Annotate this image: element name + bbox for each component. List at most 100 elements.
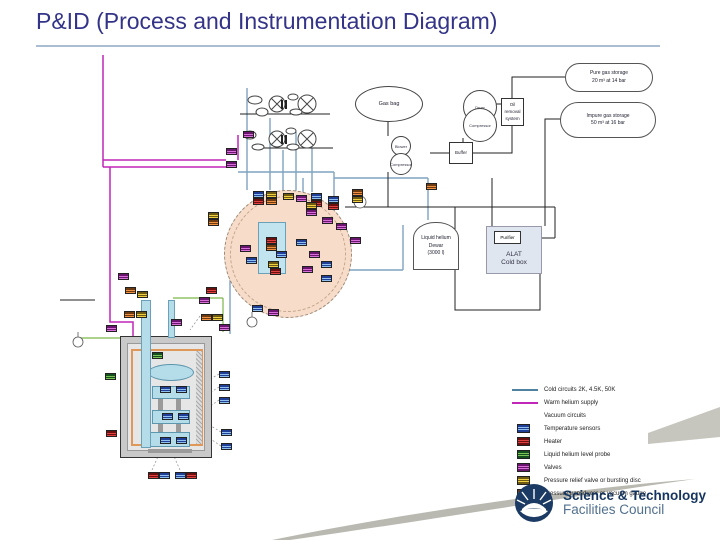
relief-valve-swatch: [517, 476, 530, 485]
pressure-transducer-chip: [266, 198, 277, 205]
temp-sensor-chip: [178, 413, 189, 420]
valve-chip: [306, 209, 317, 216]
relief-valve-chip: [136, 311, 147, 318]
valve-swatch: [517, 463, 530, 472]
valve-chip: [309, 251, 320, 258]
valve-chip: [240, 245, 251, 252]
cold-box-label: ALAT Cold box: [501, 251, 527, 267]
compressor2-circle: Compressor: [463, 108, 497, 142]
valve-chip: [336, 223, 347, 230]
valve-chip: [322, 217, 333, 224]
legend-item-level-probe: Liquid helium level probe: [512, 450, 682, 459]
valve-chip: [226, 148, 237, 155]
legend-item-temperature-sensors: Temperature sensors: [512, 424, 682, 433]
heater-chip: [186, 472, 197, 479]
gas-bag: Gas bag: [355, 86, 423, 122]
heater-chip: [253, 198, 264, 205]
temp-sensor-chip: [296, 239, 307, 246]
pressure-transducer-chip: [208, 219, 219, 226]
temp-sensor-chip: [321, 261, 332, 268]
dewar-label-1: Liquid helium: [421, 235, 451, 241]
support-pillar: [158, 399, 163, 410]
relief-valve-chip: [212, 314, 223, 321]
heater-chip: [106, 430, 117, 437]
temp-sensor-chip: [311, 193, 322, 200]
valve-chip: [106, 325, 117, 332]
valve-chip: [350, 237, 361, 244]
heater-swatch: [517, 437, 530, 446]
pressure-transducer-chip: [352, 189, 363, 196]
pressure-transducer-chip: [266, 244, 277, 251]
stfc-logo: Science & Technology Facilities Council: [514, 483, 706, 523]
temp-sensor-chip: [328, 196, 339, 203]
vacuum-line-swatch: [512, 415, 538, 417]
valve-chip: [243, 131, 254, 138]
level-probe-swatch: [517, 450, 530, 459]
buffer-vessel: Buffer: [449, 142, 473, 164]
pure-gas-storage: Pure gas storage 20 m³ at 14 bar: [565, 63, 653, 92]
pressure-transducer-chip: [125, 287, 136, 294]
impure-gas-storage: Impure gas storage 50 m³ at 16 bar: [560, 102, 656, 138]
valve-chip: [302, 266, 313, 273]
valve-chip: [118, 273, 129, 280]
temp-sensor-chip: [219, 397, 230, 404]
heater-chip: [270, 268, 281, 275]
temp-sensor-chip: [219, 371, 230, 378]
cryostat-neck-pipe: [141, 300, 151, 448]
temp-sensor-chip: [253, 191, 264, 198]
legend-item-warm-supply: Warm helium supply: [512, 398, 682, 407]
swoosh-wedge: [648, 407, 720, 444]
valve-chip: [199, 297, 210, 304]
base-plate: [148, 449, 192, 453]
heater-chip: [266, 237, 277, 244]
legend-item-relief-valve: Pressure relief valve or bursting disc: [512, 476, 682, 485]
dewar-label-3: (3000 l): [427, 250, 445, 256]
relief-valve-chip: [352, 196, 363, 203]
warm-line-swatch: [512, 401, 538, 404]
valve-chip: [219, 324, 230, 331]
cold-line-swatch: [512, 388, 538, 391]
legend-item-cold-circuits: Cold circuits 2K, 4.5K, 50K: [512, 385, 682, 394]
stfc-logo-mark: [515, 484, 553, 522]
temp-sensor-chip: [221, 429, 232, 436]
relief-valve-chip: [266, 191, 277, 198]
relief-valve-chip: [283, 193, 294, 200]
stfc-logo-text: Science & Technology Facilities Council: [563, 487, 707, 517]
temp-sensor-chip: [160, 386, 171, 393]
temp-sensor-chip: [162, 413, 173, 420]
heater-chip: [206, 287, 217, 294]
legend-item-valves: Valves: [512, 463, 682, 472]
temp-sensor-chip: [176, 437, 187, 444]
temp-sensor-chip: [219, 384, 230, 391]
legend-item-vacuum-circuits: Vacuum circuits: [512, 411, 682, 420]
valve-chip: [171, 319, 182, 326]
heater-chip: [148, 472, 159, 479]
superinsulation-strip: [196, 351, 202, 444]
temp-sensor-chip: [321, 275, 332, 282]
temp-sensor-swatch: [517, 424, 530, 433]
support-pillar: [176, 424, 181, 432]
temp-sensor-chip: [159, 472, 170, 479]
level-probe-chip: [152, 352, 163, 359]
liquid-helium-dewar: Liquid helium Dewar (3000 l): [413, 222, 459, 270]
temp-sensor-chip: [160, 437, 171, 444]
legend-item-heater: Heater: [512, 437, 682, 446]
relief-valve-chip: [208, 212, 219, 219]
temp-sensor-chip: [246, 257, 257, 264]
oil-removal-system: Oil removal system: [501, 98, 524, 126]
relief-valve-chip: [306, 202, 317, 209]
temp-sensor-chip: [221, 443, 232, 450]
relief-valve-chip: [137, 291, 148, 298]
pressure-transducer-chip: [124, 311, 135, 318]
legend: Cold circuits 2K, 4.5K, 50K Warm helium …: [512, 385, 682, 502]
support-pillar: [158, 424, 163, 432]
level-probe-chip: [105, 373, 116, 380]
temp-sensor-chip: [252, 305, 263, 312]
dewar-label-2: Dewar: [428, 242, 444, 249]
valve-chip: [226, 161, 237, 168]
pressure-transducer-chip: [426, 183, 437, 190]
valve-chip: [268, 309, 279, 316]
heater-chip: [328, 203, 339, 210]
